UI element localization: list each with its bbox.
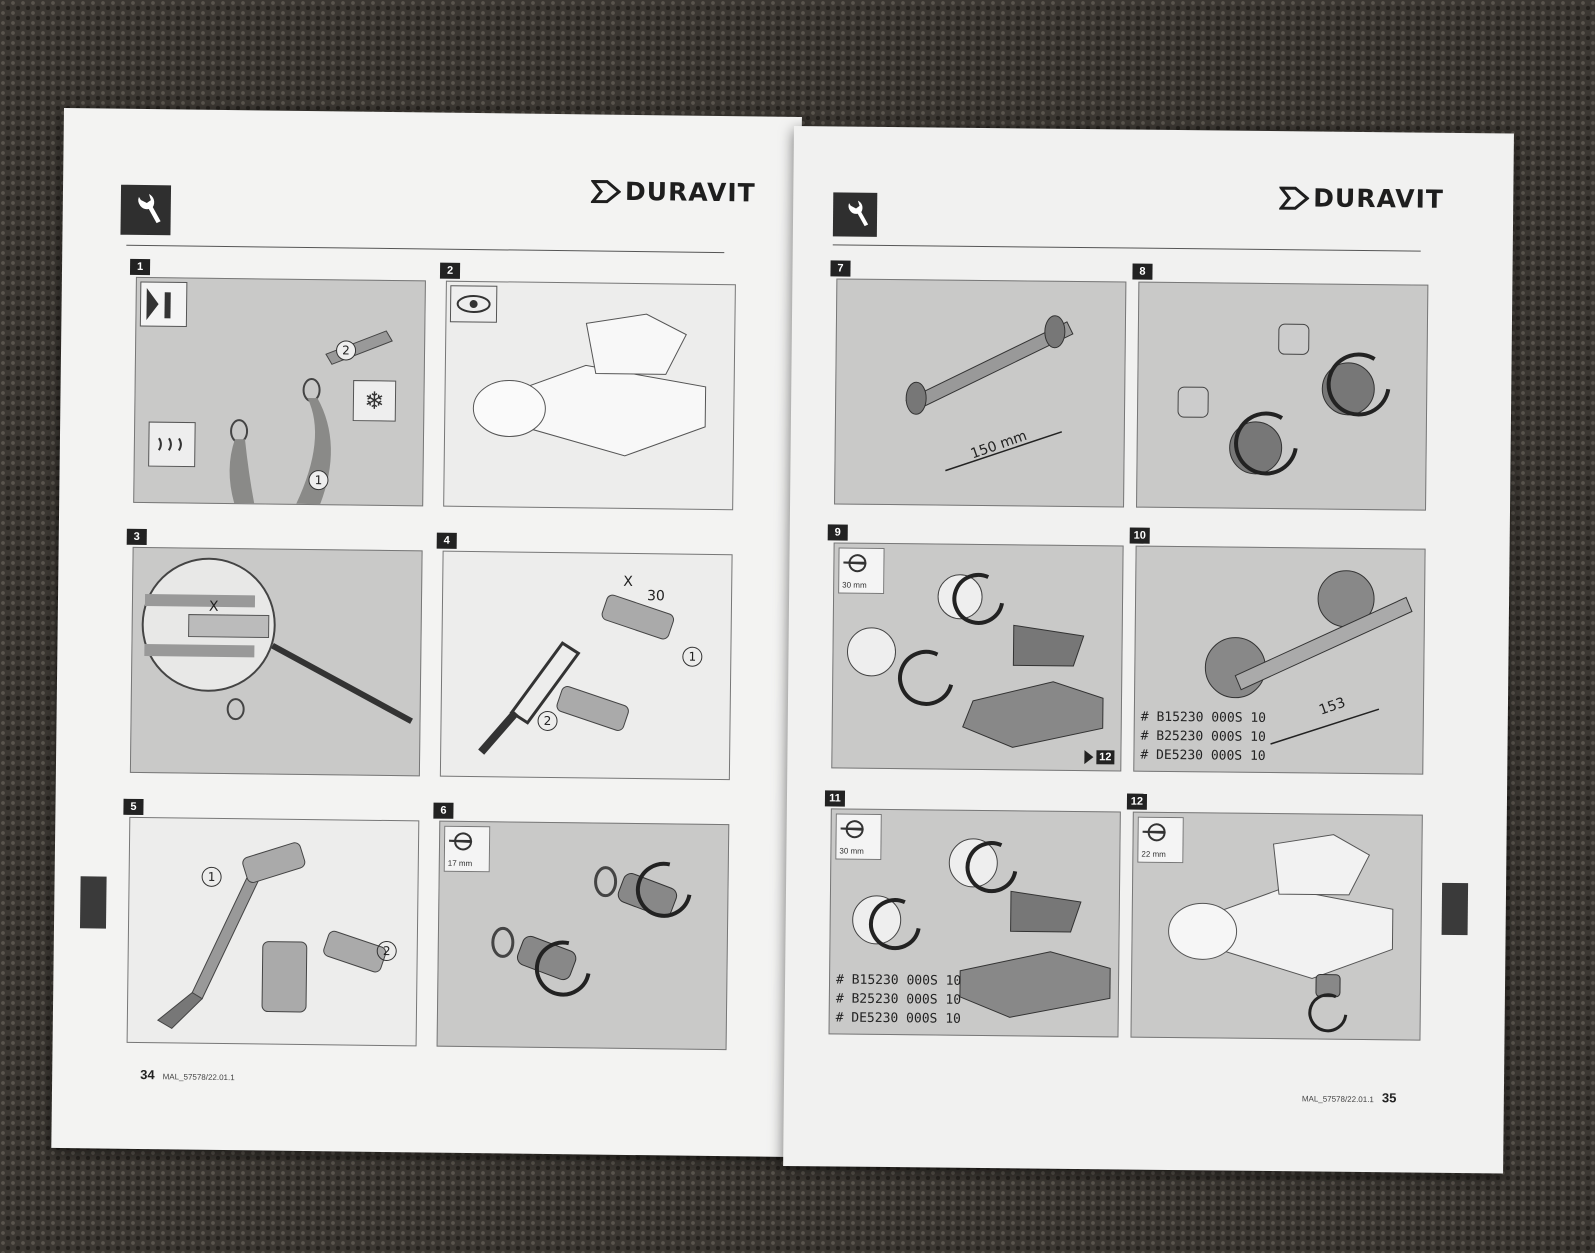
- step-illustration: 150 mm: [834, 278, 1127, 508]
- step-number: 6: [433, 802, 454, 819]
- header-rule: [832, 244, 1421, 252]
- step-illustration: 30 mm # B15230 000S 10 # B25230 000S 10 …: [828, 808, 1121, 1038]
- step-number: 4: [436, 532, 457, 549]
- step-number: 10: [1129, 527, 1150, 544]
- step-illustration: 17 mm: [436, 820, 730, 1051]
- tool-wrench-badge: 30 mm: [835, 813, 882, 860]
- step-number: 11: [824, 790, 846, 807]
- page-number: 34: [140, 1067, 155, 1083]
- right-page: DURAVIT 7 150 mm 8: [783, 126, 1514, 1174]
- page-footer: 34 MAL_57578/22.01.1: [140, 1067, 235, 1083]
- page-number: 35: [1381, 1090, 1397, 1106]
- tool-wrench-badge: 17 mm: [443, 825, 491, 873]
- step-illustration: [443, 280, 736, 511]
- callout-1: 1: [682, 646, 703, 667]
- header-rule: [126, 244, 725, 254]
- wrench-icon: [120, 184, 172, 236]
- doc-code: MAL_57578/22.01.1: [162, 1072, 235, 1083]
- step-10: 10 153 # B15230 000S 10 # B25230 000S 10…: [1127, 527, 1426, 775]
- dimension-x: X: [208, 598, 219, 615]
- callout-1: 1: [201, 866, 222, 887]
- page-tab-marker: [79, 876, 107, 929]
- step-1: 1 ❄ 2 1: [127, 258, 426, 507]
- dimension-value: 30: [646, 588, 666, 605]
- step-number: 12: [1126, 793, 1148, 810]
- step-3: 3 X: [124, 528, 423, 777]
- brand-logo: DURAVIT: [590, 176, 756, 207]
- step-12: 12 22 mm: [1124, 793, 1423, 1041]
- page-footer: MAL_57578/22.01.1 35: [1302, 1089, 1397, 1105]
- step-number: 9: [827, 524, 848, 541]
- step-number: 7: [830, 260, 851, 277]
- step-illustration: X: [129, 546, 423, 777]
- step-illustration: ❄ 2 1: [133, 276, 426, 507]
- left-page: DURAVIT 1 ❄ 2 1 2: [51, 108, 802, 1157]
- step-illustration: 30 mm 12: [831, 542, 1124, 772]
- page-tab-marker: [1441, 882, 1469, 936]
- callout-1: 1: [308, 470, 329, 491]
- step-illustration: 22 mm: [1130, 811, 1423, 1041]
- step-6: 6 17 mm: [431, 802, 730, 1051]
- callout-2: 2: [537, 710, 558, 732]
- product-codes: # B15230 000S 10 # B25230 000S 10 # DE52…: [835, 972, 962, 1027]
- callout-2: 2: [335, 340, 357, 361]
- step-number: 5: [123, 798, 144, 816]
- product-codes: # B15230 000S 10 # B25230 000S 10 # DE52…: [1140, 709, 1267, 764]
- wrench-icon: [832, 192, 878, 237]
- step-number: 2: [439, 262, 461, 279]
- step-number: 3: [126, 528, 147, 546]
- step-4: 4 X 30 1 2: [434, 532, 733, 781]
- step-2: 2: [437, 262, 736, 511]
- brand-logo: DURAVIT: [1279, 183, 1444, 214]
- step-9: 9 30 mm 12: [825, 524, 1124, 772]
- tool-wrench-badge: 22 mm: [1137, 816, 1184, 864]
- step-illustration: 1 2: [126, 816, 420, 1047]
- step-illustration: [1136, 281, 1429, 511]
- step-8: 8: [1130, 263, 1429, 511]
- step-number: 8: [1132, 263, 1153, 280]
- callout-2: 2: [376, 940, 397, 962]
- svg-text:❄: ❄: [364, 388, 384, 415]
- doc-code: MAL_57578/22.01.1: [1301, 1094, 1374, 1105]
- step-illustration: 153 # B15230 000S 10 # B25230 000S 10 # …: [1133, 545, 1426, 775]
- step-11: 11 30 mm # B15230 000S 10 # B25230 000S …: [822, 790, 1121, 1038]
- step-illustration: X 30 1 2: [439, 550, 733, 781]
- tool-wrench-badge: 30 mm: [838, 547, 885, 594]
- dimension-x: X: [623, 573, 633, 590]
- step-7: 7 150 mm: [828, 260, 1127, 508]
- step-number: 1: [129, 258, 151, 276]
- step-5: 5 1 2: [121, 798, 420, 1047]
- jump-to-step: 12: [1084, 750, 1115, 765]
